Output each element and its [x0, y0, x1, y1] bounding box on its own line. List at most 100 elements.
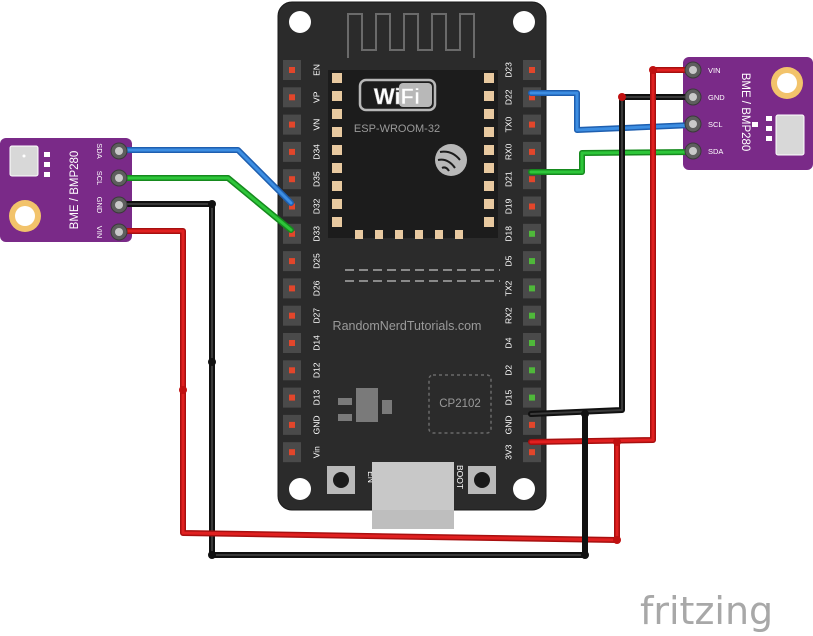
pin-label: SDA	[708, 147, 723, 156]
pin-d34-left[interactable]: D34	[283, 141, 321, 162]
pin-dot	[529, 340, 535, 346]
fritzing-watermark: fritzing	[640, 589, 773, 633]
pin-d5-right[interactable]: D5	[503, 251, 541, 272]
wire-vin-left-inner	[118, 229, 619, 542]
pin-dot	[529, 148, 535, 155]
cp2102-chip: CP2102	[428, 374, 492, 434]
pin-hole	[689, 66, 697, 74]
pin-d13-left[interactable]: D13	[283, 387, 321, 408]
pin-dot	[529, 203, 535, 210]
pin-dot	[529, 421, 535, 428]
wire-gnd-left-inner	[119, 203, 586, 556]
junction-dot	[208, 358, 216, 366]
pin-rx0-right[interactable]: RX0	[503, 141, 541, 162]
pin-label: D4	[503, 337, 513, 348]
pin-hole	[689, 120, 697, 128]
junction-dot	[581, 410, 589, 418]
pin-d18-right[interactable]: D18	[503, 223, 541, 244]
pin-dot	[289, 203, 295, 210]
pin-3v3-right[interactable]: 3V3	[503, 442, 541, 463]
pin-label: SCL	[95, 171, 104, 186]
pin-label: D26	[311, 280, 321, 296]
pin-d2-right[interactable]: D2	[503, 360, 541, 381]
pin-dot	[529, 258, 535, 265]
pin-label: SDA	[95, 143, 104, 158]
pin-dot	[529, 94, 535, 101]
pin-dot	[529, 449, 535, 456]
pin-dot	[289, 367, 295, 374]
boot-button[interactable]: BOOT	[455, 465, 496, 494]
pin-label: VIN	[708, 66, 721, 75]
sensor-left-pin-scl[interactable]: SCL	[95, 169, 128, 187]
sensor-left-pin-sda[interactable]: SDA	[95, 142, 128, 160]
pin-d25-left[interactable]: D25	[283, 251, 321, 272]
pin-dot	[289, 67, 295, 73]
pin-vin-left[interactable]: Vin	[283, 442, 321, 463]
pin-label: D19	[503, 198, 513, 214]
pin-tx2-right[interactable]: TX2	[503, 278, 541, 299]
pin-d35-left[interactable]: D35	[283, 169, 321, 190]
pin-label: 3V3	[503, 444, 513, 459]
sensor-right-pin-scl[interactable]: SCL	[684, 115, 723, 133]
sensor-left-pin-gnd[interactable]: GND	[95, 196, 128, 214]
wire-scl-right-inner	[529, 150, 695, 174]
sensor-right-title: BME / BMP280	[739, 73, 751, 152]
sensor-right-pins: VIN GND SCL SDA	[684, 61, 725, 160]
wifi-logo-text: WiFi	[374, 84, 420, 109]
boot-button-label: BOOT	[455, 465, 465, 489]
left-pin-header: ENVPVND34D35D32D33D25D26D27D14D12D13GNDV…	[283, 60, 321, 463]
pin-rx2-right[interactable]: RX2	[503, 305, 541, 326]
pin-en-left[interactable]: EN	[283, 60, 321, 80]
pin-gnd-right[interactable]: GND	[503, 414, 541, 435]
pin-label: D22	[503, 89, 513, 105]
pin-vn-left[interactable]: VN	[283, 114, 321, 135]
pin-gnd-left[interactable]: GND	[283, 414, 321, 435]
pin-hole	[115, 228, 123, 236]
sensor-right-pin-gnd[interactable]: GND	[684, 88, 725, 106]
pin-label: TX0	[503, 117, 513, 133]
pin-dot	[529, 394, 535, 401]
pin-d15-right[interactable]: D15	[503, 387, 541, 408]
pin-label: SCL	[708, 120, 723, 129]
pin-d19-right[interactable]: D19	[503, 196, 541, 217]
wire-gnd-right	[528, 94, 696, 417]
pin-hole	[689, 93, 697, 101]
sensor-right-pin-vin[interactable]: VIN	[684, 61, 721, 79]
pin-tx0-right[interactable]: TX0	[503, 114, 541, 135]
pin-label: D25	[311, 253, 321, 269]
espressif-logo-icon	[435, 144, 467, 176]
pin-label: D5	[503, 255, 513, 266]
pin-label: VP	[311, 91, 321, 103]
pin-d27-left[interactable]: D27	[283, 305, 321, 326]
pin-label: EN	[311, 64, 321, 76]
pin-label: D14	[311, 335, 321, 351]
en-button[interactable]: EN	[327, 466, 376, 494]
esp32-board: WiFi ESP-WROOM-32 RandomNerdTutorials.co…	[277, 1, 547, 529]
wire-sda-left-inner	[118, 148, 293, 205]
pin-dot	[529, 367, 535, 374]
pin-dot	[529, 176, 535, 183]
pin-dot	[289, 121, 295, 128]
wire-gnd-right-inner	[530, 96, 694, 415]
pin-d23-right[interactable]: D23	[503, 60, 541, 80]
pin-d14-left[interactable]: D14	[283, 333, 321, 353]
pin-vp-left[interactable]: VP	[283, 87, 321, 108]
junction-dot	[618, 93, 626, 101]
wifi-logo: WiFi	[358, 78, 437, 112]
pin-label: D13	[311, 390, 321, 406]
pin-label: D18	[503, 226, 513, 242]
pin-d4-right[interactable]: D4	[503, 333, 541, 353]
sensor-left-pin-vin[interactable]: VIN	[95, 223, 128, 241]
sensor-left-pins: SDA SCL GND VIN	[95, 142, 128, 241]
pin-hole	[115, 147, 123, 155]
junction-dot	[208, 551, 216, 559]
sensor-right-pin-sda[interactable]: SDA	[684, 142, 723, 160]
pin-d12-left[interactable]: D12	[283, 360, 321, 381]
pin-d26-left[interactable]: D26	[283, 278, 321, 299]
pin-label: D21	[503, 171, 513, 187]
pin-hole	[115, 201, 123, 209]
pin-dot	[289, 394, 295, 401]
pin-label: D23	[503, 62, 513, 78]
junction-dot	[649, 66, 657, 74]
